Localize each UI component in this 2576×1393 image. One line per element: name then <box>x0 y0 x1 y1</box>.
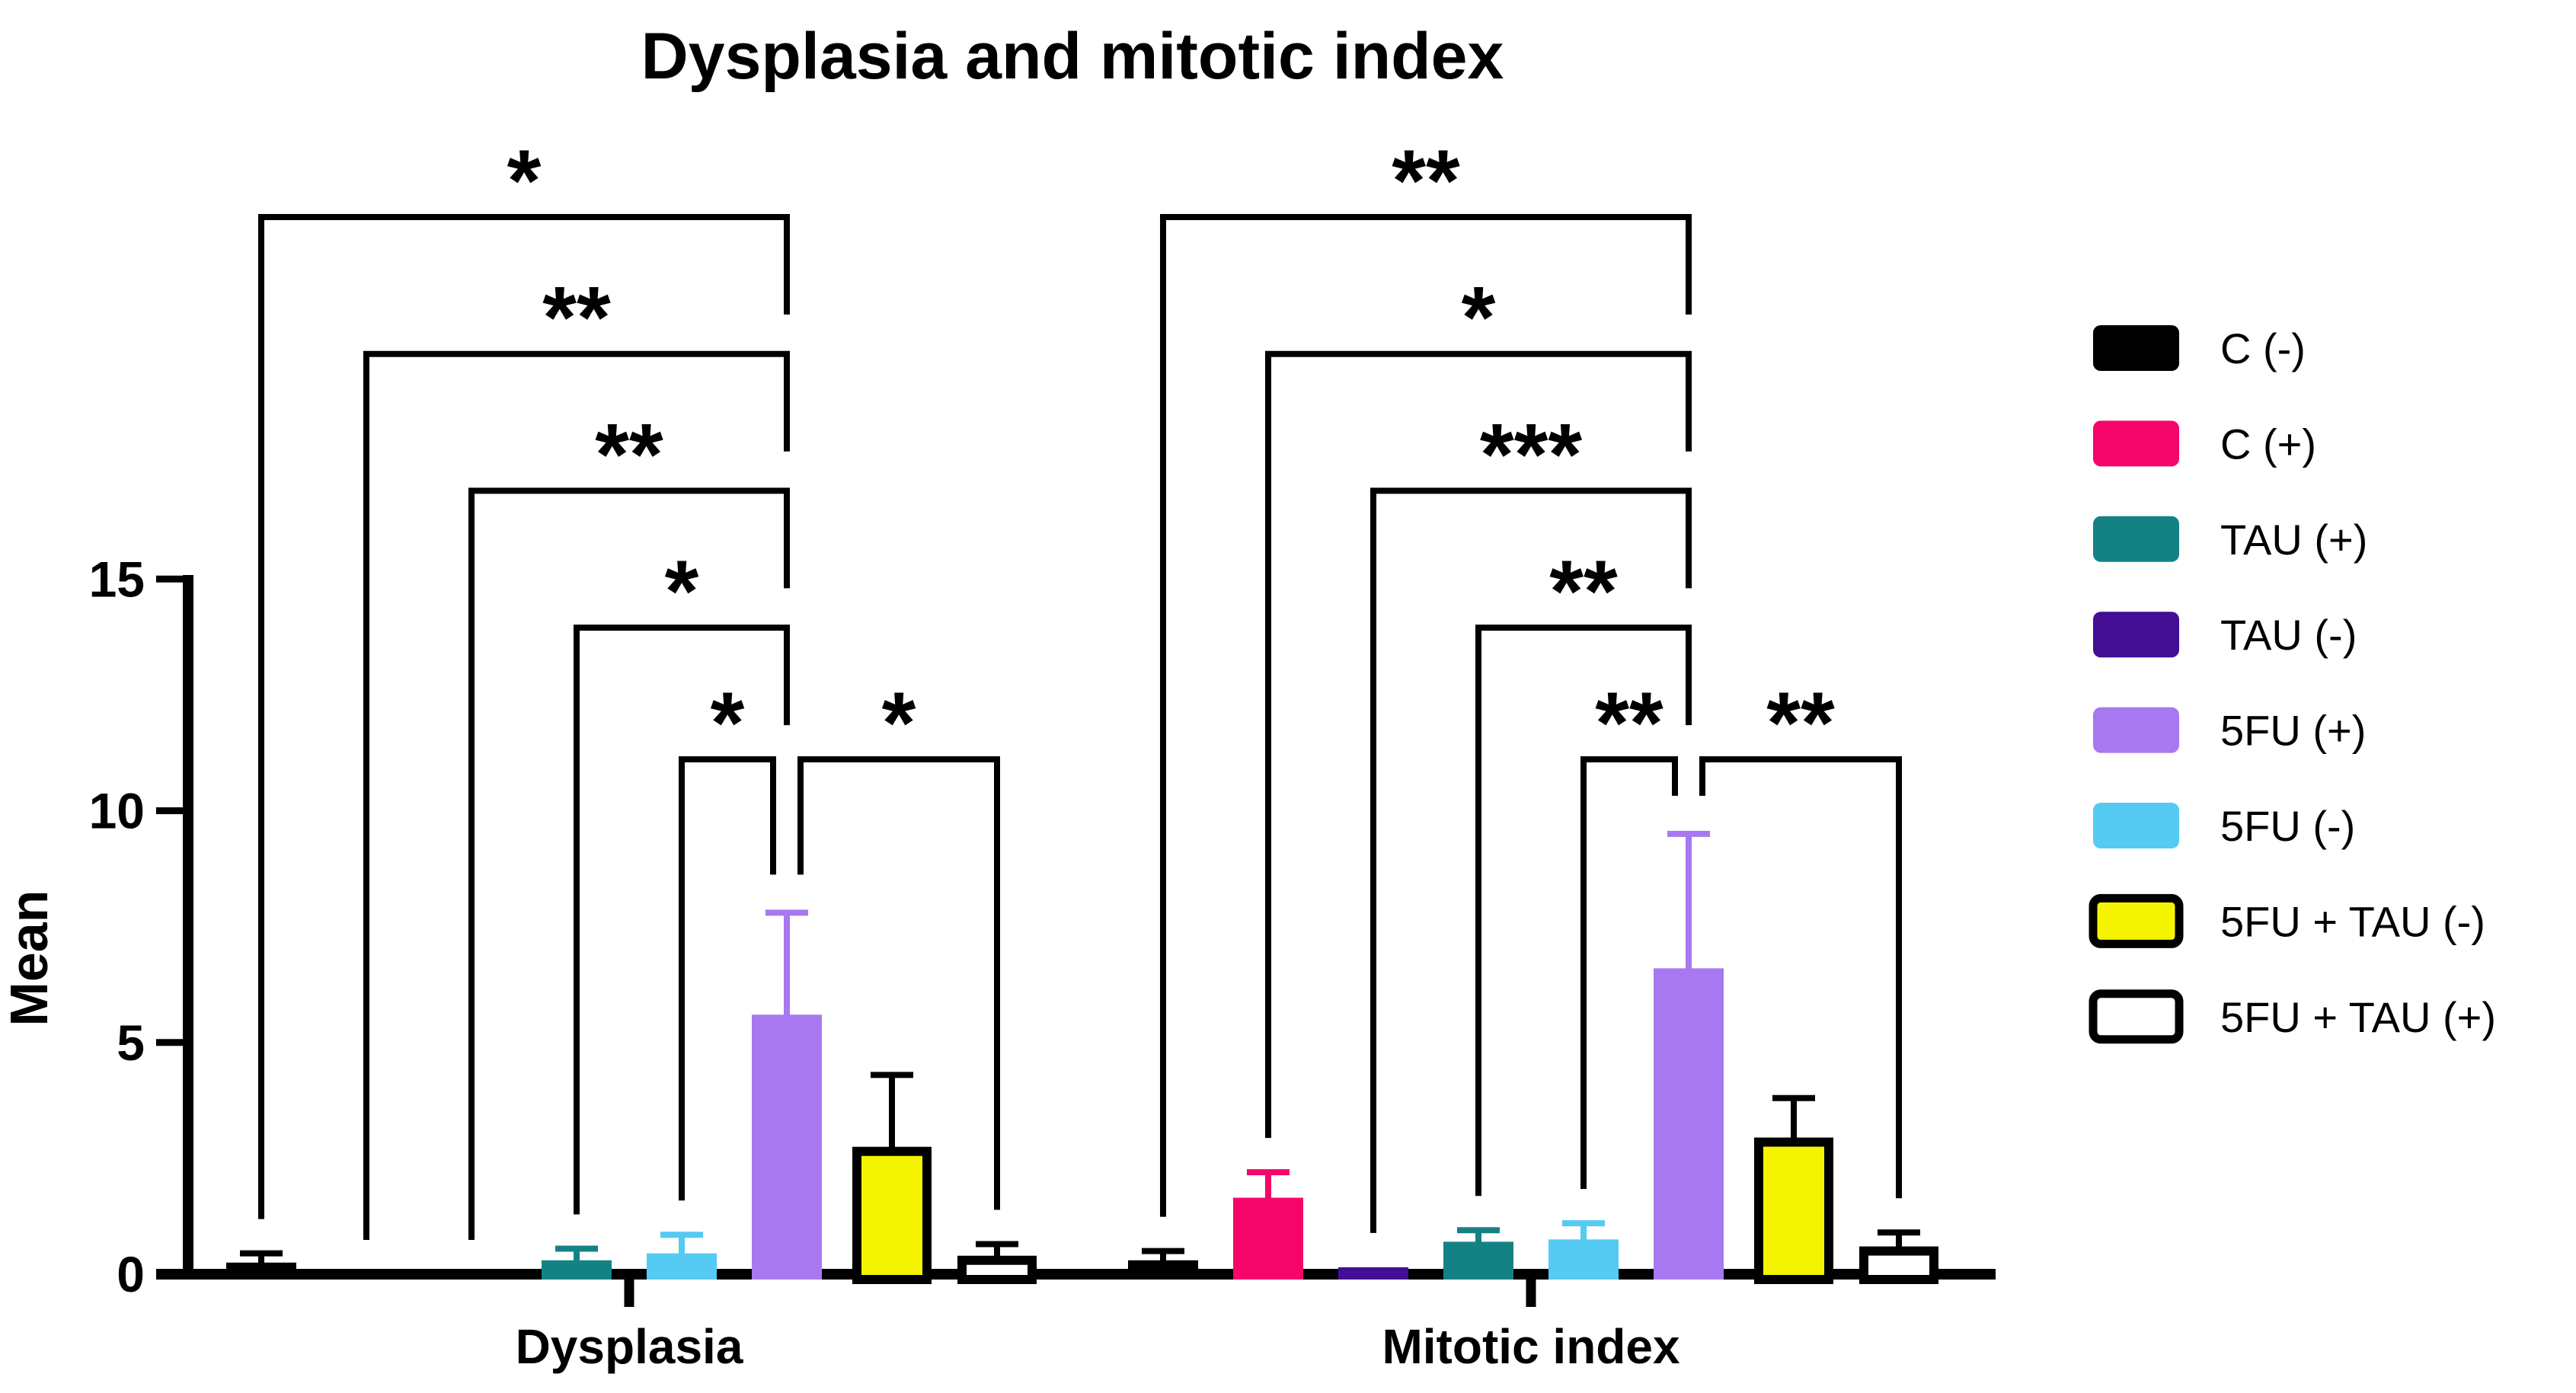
legend-swatch <box>2093 325 2179 371</box>
y-tick-label: 15 <box>89 551 145 607</box>
bar-5FU- <box>1548 1239 1619 1280</box>
significance-label: * <box>1462 270 1496 367</box>
legend-swatch <box>2093 612 2179 658</box>
bar-5FU+ <box>752 1014 822 1280</box>
bar-5FU+TAU- <box>1754 1137 1833 1285</box>
bar-TAU+ <box>1443 1241 1513 1280</box>
bar-5FU+TAU+ <box>957 1255 1037 1284</box>
bar-TAU+ <box>542 1260 612 1280</box>
legend-swatch <box>2093 803 2179 848</box>
significance-label: ** <box>1766 675 1835 772</box>
significance-bracket <box>1265 350 1692 1139</box>
chart-title: Dysplasia and mitotic index <box>641 20 1504 93</box>
bar-C- <box>1128 1260 1198 1280</box>
significance-bracket <box>1160 214 1692 1217</box>
significance-label: * <box>882 675 916 772</box>
y-tick-label: 0 <box>117 1246 145 1302</box>
legend-label: C (+) <box>2220 420 2316 468</box>
bar-5FU+TAU- <box>852 1146 932 1285</box>
legend-swatch <box>2089 893 2184 948</box>
significance-bracket <box>797 756 1000 1210</box>
legend-label: 5FU (+) <box>2220 707 2366 755</box>
y-tick-label: 5 <box>117 1014 145 1071</box>
significance-label: ** <box>1595 675 1664 772</box>
legend-label: 5FU (-) <box>2220 802 2355 850</box>
significance-bracket <box>1370 487 1692 1233</box>
significance-bracket <box>1475 625 1692 1197</box>
legend-swatch <box>2089 989 2184 1044</box>
legend-label: C (-) <box>2220 324 2306 372</box>
legend-label: TAU (-) <box>2220 611 2357 659</box>
significance-label: *** <box>1480 406 1583 503</box>
bar-5FU- <box>647 1253 717 1280</box>
bar-5FU+ <box>1654 968 1724 1280</box>
bar-5FU+TAU+ <box>1859 1246 1938 1284</box>
legend-label: 5FU + TAU (-) <box>2220 897 2485 945</box>
legend-label: 5FU + TAU (+) <box>2220 993 2496 1041</box>
legend-swatch <box>2093 707 2179 753</box>
x-axis-group-label: Mitotic index <box>1382 1319 1680 1374</box>
legend-swatch <box>2093 516 2179 562</box>
significance-bracket <box>468 487 790 1240</box>
legend-swatch <box>2093 420 2179 467</box>
significance-bracket <box>1580 756 1678 1190</box>
significance-label: * <box>665 543 699 641</box>
y-tick-label: 10 <box>89 783 145 839</box>
bar-TAU- <box>1338 1267 1408 1280</box>
significance-label: * <box>711 675 745 772</box>
bar-C- <box>226 1262 296 1280</box>
significance-bracket <box>363 350 790 1240</box>
y-axis-title: Mean <box>0 890 59 1027</box>
significance-label: ** <box>542 270 611 367</box>
significance-bracket <box>258 214 790 1219</box>
x-axis-group-label: Dysplasia <box>516 1319 743 1374</box>
significance-label: ** <box>1392 133 1460 230</box>
significance-label: ** <box>1549 543 1618 641</box>
bar-C+ <box>1233 1197 1303 1280</box>
legend-label: TAU (+) <box>2220 516 2367 564</box>
significance-label: ** <box>595 406 663 503</box>
significance-bracket <box>1699 756 1902 1199</box>
significance-bracket <box>679 756 776 1201</box>
significance-bracket <box>574 625 790 1215</box>
significance-label: * <box>507 133 542 230</box>
